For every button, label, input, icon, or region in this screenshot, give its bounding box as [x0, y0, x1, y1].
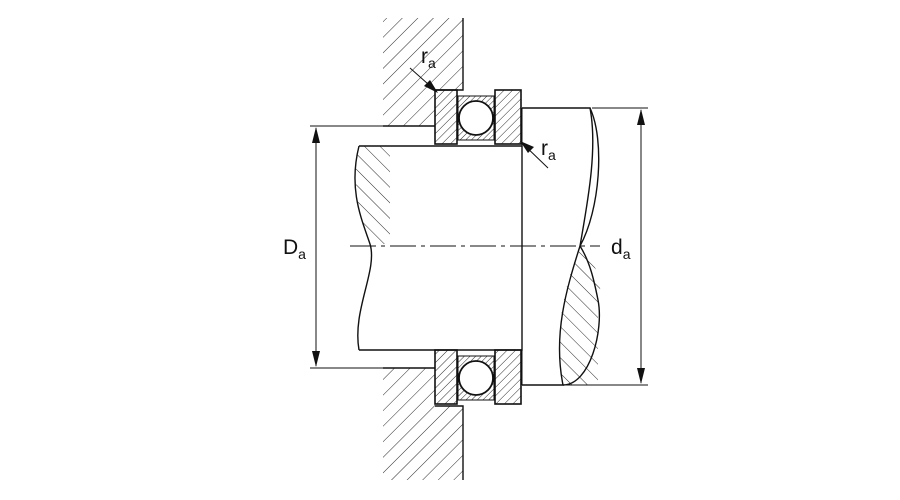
housing-washer-bottom	[434, 349, 458, 405]
ball-top	[458, 100, 494, 136]
housing-washer-top	[434, 89, 458, 145]
shaft-break-left-hatch	[355, 146, 390, 244]
housing-wall-bottom	[383, 367, 464, 480]
dimension-da	[565, 107, 648, 386]
label-da: da	[611, 236, 631, 262]
label-Da: Da	[283, 236, 306, 262]
shaft-washer-bottom	[494, 349, 522, 405]
ball-bottom	[458, 360, 494, 396]
shaft	[354, 107, 601, 386]
dimension-Da	[310, 125, 383, 369]
shaft-washer-top	[494, 89, 522, 145]
label-ra-right: ra	[541, 137, 556, 163]
bearing-bottom	[434, 349, 522, 405]
label-ra-top: ra	[421, 45, 436, 71]
shaft-break-right-hatch	[559, 246, 601, 385]
bearing-top	[434, 89, 522, 145]
ra-leader-top	[409, 67, 438, 93]
ra-leader-right	[520, 141, 549, 169]
